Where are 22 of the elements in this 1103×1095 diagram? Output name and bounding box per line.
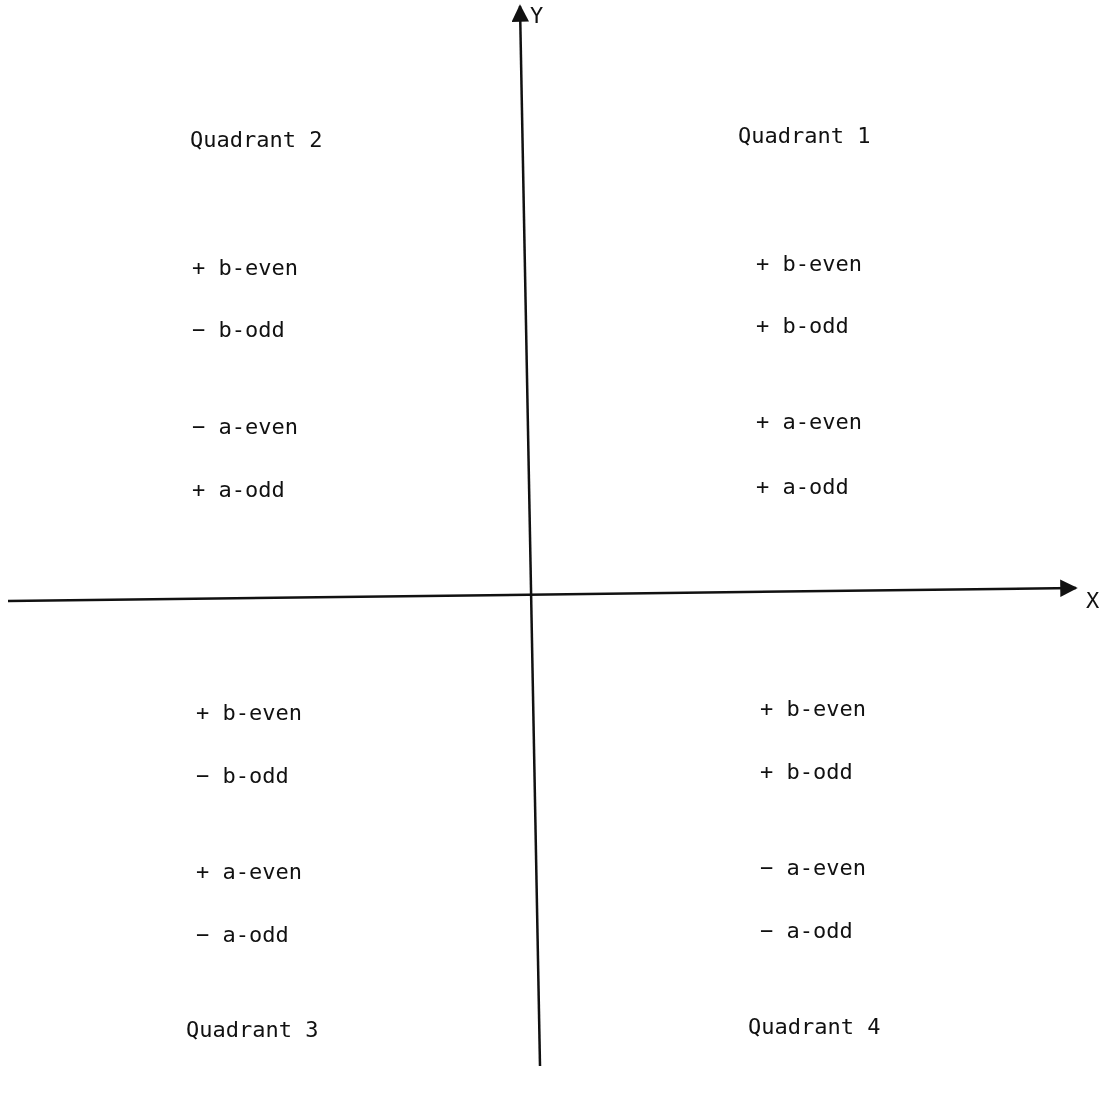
parity-label: + b-odd (756, 313, 849, 339)
parity-label: − a-odd (196, 922, 289, 948)
parity-label: − a-even (192, 414, 298, 440)
parity-label: + a-even (756, 409, 862, 435)
parity-label: + b-even (760, 696, 866, 722)
parity-label: + b-odd (760, 759, 853, 785)
axis-label: X (1086, 588, 1100, 614)
parity-label: + b-even (192, 255, 298, 281)
parity-label: − b-odd (196, 763, 289, 789)
parity-label: + a-odd (756, 474, 849, 500)
quadrant-title: Quadrant 2 (190, 127, 323, 153)
parity-label: − a-even (760, 855, 866, 881)
parity-label: + a-odd (192, 477, 285, 503)
axis-label: Y (530, 3, 544, 29)
parity-label: − b-odd (192, 317, 285, 343)
parity-label: − a-odd (760, 918, 853, 944)
parity-label: + b-even (196, 700, 302, 726)
parity-label: + b-even (756, 251, 862, 277)
quadrant-title: Quadrant 1 (738, 123, 871, 149)
quadrant-title: Quadrant 4 (748, 1014, 881, 1040)
quadrant-title: Quadrant 3 (186, 1017, 319, 1043)
parity-label: + a-even (196, 859, 302, 885)
